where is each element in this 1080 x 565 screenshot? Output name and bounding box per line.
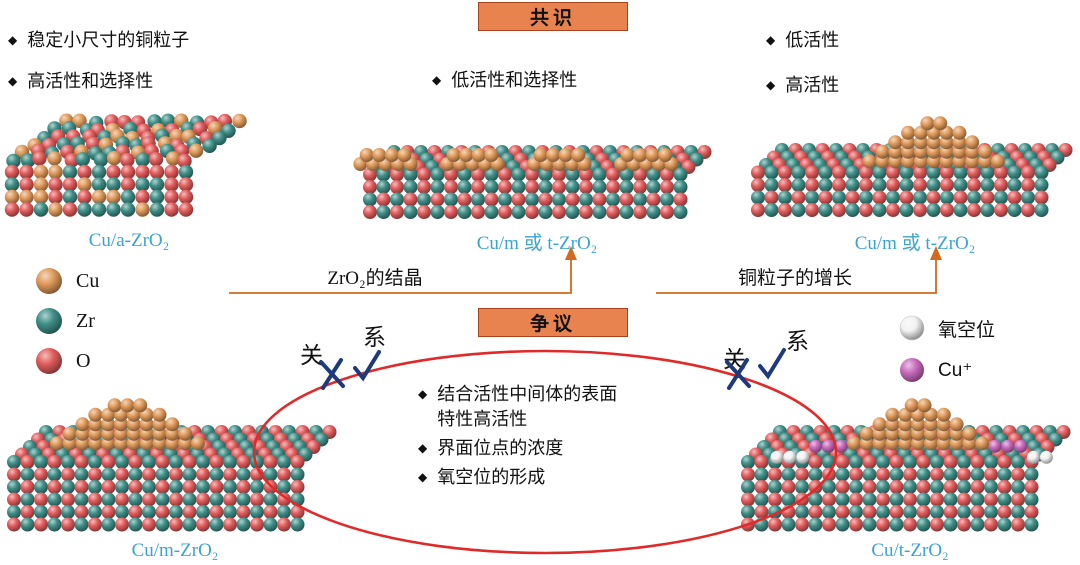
relation-left-second: 系 (363, 325, 386, 350)
bullet-label: 结合活性中间体的表面特性高活性 (437, 384, 618, 429)
bullet-icon: ◆ (8, 33, 18, 47)
bullet-item: ◆ 稳定小尺寸的铜粒子 (8, 28, 189, 53)
bullet-icon: ◆ (8, 74, 18, 88)
bullet-label: 低活性 (785, 30, 840, 50)
bullet-item: ◆ 氧空位的形成 (418, 465, 631, 490)
legend-label: 氧空位 (938, 319, 996, 341)
legend-label: Cu (76, 269, 100, 292)
bullet-item: ◆ 高活性和选择性 (8, 69, 189, 94)
structure-label-cu-a-zro2: Cu/a-ZrO₂ (88, 230, 170, 251)
bullet-item: ◆ 结合活性中间体的表面特性高活性 (418, 382, 631, 432)
controversy-title: 争议 (529, 314, 576, 335)
bullet-icon: ◆ (766, 78, 776, 92)
cu-plus-sphere-icon (900, 358, 924, 382)
structure-label-cu-m-zro2: Cu/m-ZrO₂ (131, 540, 219, 561)
oxygen-vacancy-sphere-icon (899, 315, 925, 341)
structure-cu-t-zro2 (741, 398, 1071, 532)
legend-item-oxygen-vacancy: 氧空位 (898, 314, 995, 342)
structure-cu-m-zro2 (7, 398, 337, 532)
structure-label-middle: Cu/m 或 t-ZrO₂ (476, 233, 598, 254)
bullet-item: ◆ 界面位点的浓度 (418, 436, 631, 461)
consensus-middle-bullets: ◆ 低活性和选择性 (432, 68, 577, 93)
relation-left-first: 关 (300, 343, 323, 368)
cu-sphere-icon (36, 268, 62, 294)
atomic-slab (741, 398, 1071, 532)
arrow-label-cu-growth: 铜粒子的增长 (737, 268, 852, 289)
bullet-icon: ◆ (766, 33, 776, 47)
zr-sphere-icon (36, 308, 62, 334)
atomic-slab (353, 145, 712, 219)
controversy-legend: 氧空位 Cu⁺ (898, 314, 995, 384)
structure-cu-m-t-zro2-middle (353, 145, 712, 219)
structure-label-cu-t-zro2: Cu/t-ZrO₂ (871, 540, 949, 561)
legend-item-zr: Zr (34, 306, 99, 336)
bullet-label: 高活性 (785, 75, 840, 95)
bullet-item: ◆ 低活性和选择性 (432, 68, 577, 93)
consensus-left-bullets: ◆ 稳定小尺寸的铜粒子 ◆ 高活性和选择性 (8, 28, 189, 94)
relation-right-second: 系 (786, 329, 809, 354)
consensus-title: 共识 (529, 8, 576, 29)
relation-check-left-icon (353, 350, 381, 382)
bullet-item: ◆ 低活性 (766, 28, 839, 53)
structure-cu-a-zro2 (4, 113, 247, 217)
atom-legend: Cu Zr O (34, 266, 99, 376)
legend-label: Zr (76, 309, 95, 332)
legend-item-cu-plus: Cu⁺ (898, 356, 995, 384)
o-sphere-icon (36, 348, 62, 374)
structure-label-right: Cu/m 或 t-ZrO₂ (854, 233, 976, 254)
legend-item-cu: Cu (34, 266, 99, 296)
controversy-box: 争议 (478, 308, 628, 337)
bullet-icon: ◆ (418, 470, 428, 484)
legend-item-o: O (34, 346, 99, 376)
atomic-slab (751, 116, 1073, 217)
bullet-label: 低活性和选择性 (451, 70, 578, 90)
bullet-label: 氧空位的形成 (437, 467, 546, 487)
bullet-icon: ◆ (418, 387, 428, 401)
structure-cu-m-t-zro2-right (751, 116, 1073, 217)
legend-label: O (76, 349, 91, 372)
controversy-bullets: ◆ 结合活性中间体的表面特性高活性 ◆ 界面位点的浓度 ◆ 氧空位的形成 (418, 382, 631, 490)
bullet-item: ◆ 高活性 (766, 73, 839, 98)
atomic-slab (4, 113, 247, 217)
relation-right-first: 关 (723, 347, 746, 372)
legend-label: Cu⁺ (938, 359, 973, 381)
consensus-right-bullets: ◆ 低活性 ◆ 高活性 (766, 28, 839, 98)
bullet-icon: ◆ (418, 441, 428, 455)
consensus-box: 共识 (478, 2, 628, 31)
atomic-slab (7, 398, 337, 532)
bullet-label: 界面位点的浓度 (437, 438, 564, 458)
bullet-label: 稳定小尺寸的铜粒子 (27, 30, 190, 50)
bullet-label: 高活性和选择性 (27, 71, 154, 91)
bullet-icon: ◆ (432, 73, 442, 87)
arrow-label-zro2-crystallization: ZrO₂的结晶 (327, 268, 423, 289)
